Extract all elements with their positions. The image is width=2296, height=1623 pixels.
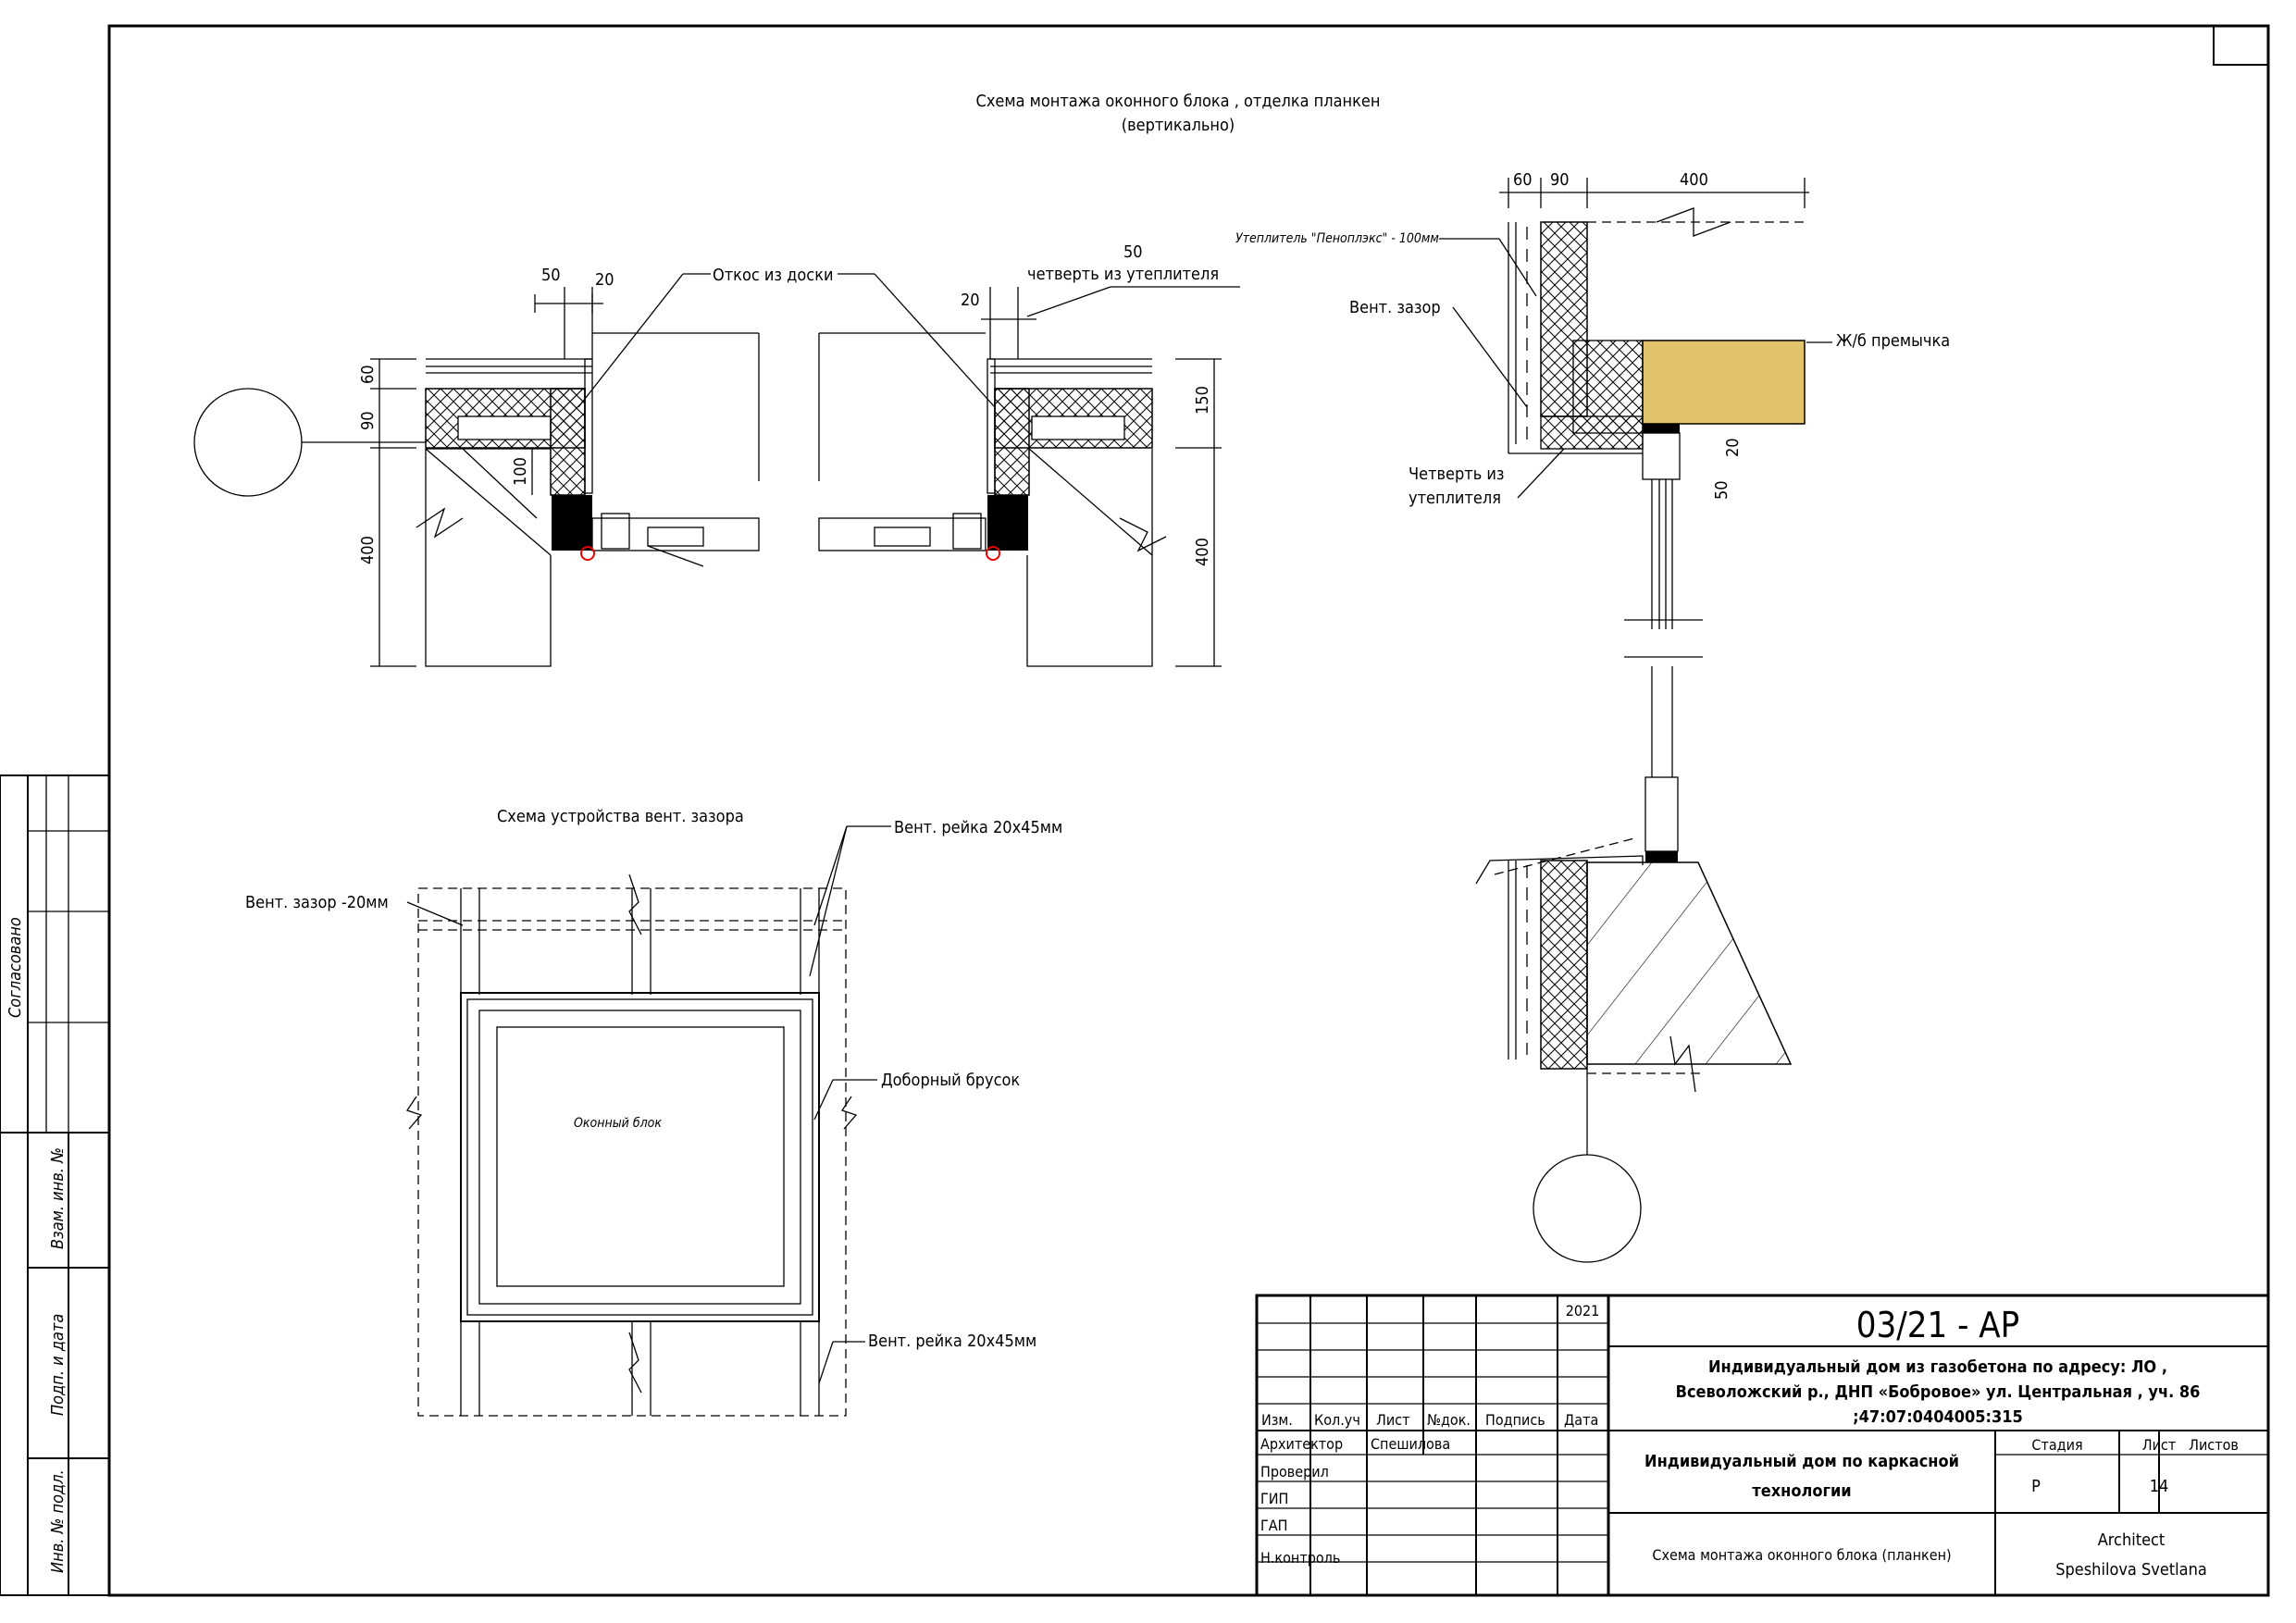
window-frame-left [552, 495, 592, 551]
label-rail-top: Вент. рейка 20х45мм [894, 818, 1062, 837]
stamp-object-3: ;47:07:0404005:315 [1853, 1407, 2023, 1427]
section-detail: 60 90 400 [1235, 170, 1950, 1263]
window-label: Оконный блок [574, 1116, 662, 1131]
dim-50-left: 50 [541, 266, 561, 285]
role-nkontrol: Н.контроль [1260, 1549, 1340, 1567]
main-title-line2: (вертикально) [1122, 116, 1235, 135]
dim-20-right: 20 [961, 291, 980, 310]
sec-dim-20: 20 [1723, 438, 1743, 457]
label-quarter-2: утеплителя [1409, 489, 1501, 508]
label-vent-gap: Вент. зазор [1349, 298, 1441, 317]
stage-value: Р [2031, 1477, 2041, 1496]
col-list: Лист [1376, 1411, 1409, 1429]
dim-50-right: 50 [1123, 242, 1143, 262]
title-block: 2021 03/21 - АР Индивидуальный дом из га… [1255, 1294, 2270, 1597]
stamp-object-1: Индивидуальный дом из газобетона по адре… [1708, 1357, 2167, 1377]
side-podp: Подп. и дата [48, 1314, 68, 1416]
stamp-object-2: Всеволожский р., ДНП «Бобровое» ул. Цент… [1676, 1382, 2201, 1402]
label-gap: Вент. зазор -20мм [245, 893, 389, 912]
stamp-building-2: технологии [1752, 1481, 1851, 1501]
dim-20-left: 20 [595, 270, 614, 290]
seal-left [580, 546, 595, 561]
stamp-building-1: Индивидуальный дом по каркасной [1644, 1452, 1959, 1471]
label-quarter-1: Четверть из [1409, 465, 1505, 484]
window-frame [460, 992, 820, 1322]
label-chetvert: четверть из утеплителя [1027, 265, 1219, 284]
label-lintel: Ж/б премычка [1836, 331, 1950, 351]
sheets-label: Листов [2189, 1436, 2239, 1454]
vent-title: Схема устройства вент. зазора [497, 807, 744, 826]
side-vzam: Взам. инв. № [48, 1147, 68, 1249]
sec-dim-90: 90 [1550, 170, 1570, 190]
rc-lintel [1642, 340, 1806, 425]
sec-dim-60: 60 [1513, 170, 1533, 190]
role-gip: ГИП [1260, 1490, 1288, 1507]
col-ndok: №док. [1427, 1411, 1471, 1429]
sheet-value: 14 [2150, 1477, 2169, 1496]
label-rail-bottom: Вент. рейка 20х45мм [868, 1332, 1036, 1351]
side-agreed: Согласовано [6, 917, 25, 1018]
dim-60: 60 [358, 365, 378, 384]
axis-bubble-left [193, 388, 303, 497]
role-architect: Архитектор [1260, 1435, 1343, 1453]
seal-right [986, 546, 1000, 561]
stamp-code: 03/21 - АР [1856, 1305, 2020, 1345]
dim-90: 90 [358, 411, 378, 430]
stage-label: Стадия [2031, 1436, 2082, 1454]
sec-dim-400: 400 [1680, 170, 1708, 190]
dim-400-right: 400 [1193, 538, 1212, 566]
sec-dim-50: 50 [1712, 480, 1731, 500]
architect-name: Спешилова [1371, 1435, 1450, 1453]
sheet-label: Лист [2142, 1436, 2176, 1454]
company-line2: Speshilova Svetlana [2055, 1560, 2207, 1580]
label-otkos: Откос из доски [713, 266, 834, 285]
dim-400-left: 400 [358, 536, 378, 564]
window-frame-right [987, 495, 1028, 551]
label-board: Доборный брусок [881, 1071, 1020, 1090]
role-gap: ГАП [1260, 1517, 1287, 1534]
stamp-year: 2021 [1566, 1302, 1600, 1319]
axis-bubble-bottom [1533, 1154, 1642, 1263]
company-line1: Architect [2098, 1530, 2166, 1550]
plan-detail: 50 20 60 90 100 400 150 400 20 50 четвер… [193, 242, 1240, 667]
main-title-line1: Схема монтажа оконного блока , отделка п… [976, 92, 1381, 111]
label-insulation: Утеплитель "Пеноплэкс" - 100мм [1235, 231, 1439, 246]
side-strip: Согласовано Взам. инв. № Подп. и дата Ин… [0, 774, 110, 1596]
stamp-sheet-title: Схема монтажа оконного блока (планкен) [1652, 1546, 1951, 1564]
col-izm: Изм. [1261, 1411, 1293, 1429]
col-kolu: Кол.уч [1314, 1411, 1360, 1429]
role-checked: Проверил [1260, 1463, 1329, 1481]
dim-150: 150 [1193, 386, 1212, 415]
dim-100: 100 [511, 457, 530, 486]
vent-scheme: Схема устройства вент. зазора Оконный бл… [245, 807, 1062, 1417]
col-podp: Подпись [1485, 1411, 1545, 1429]
side-inv: Инв. № подл. [48, 1469, 68, 1573]
col-data: Дата [1564, 1411, 1598, 1429]
